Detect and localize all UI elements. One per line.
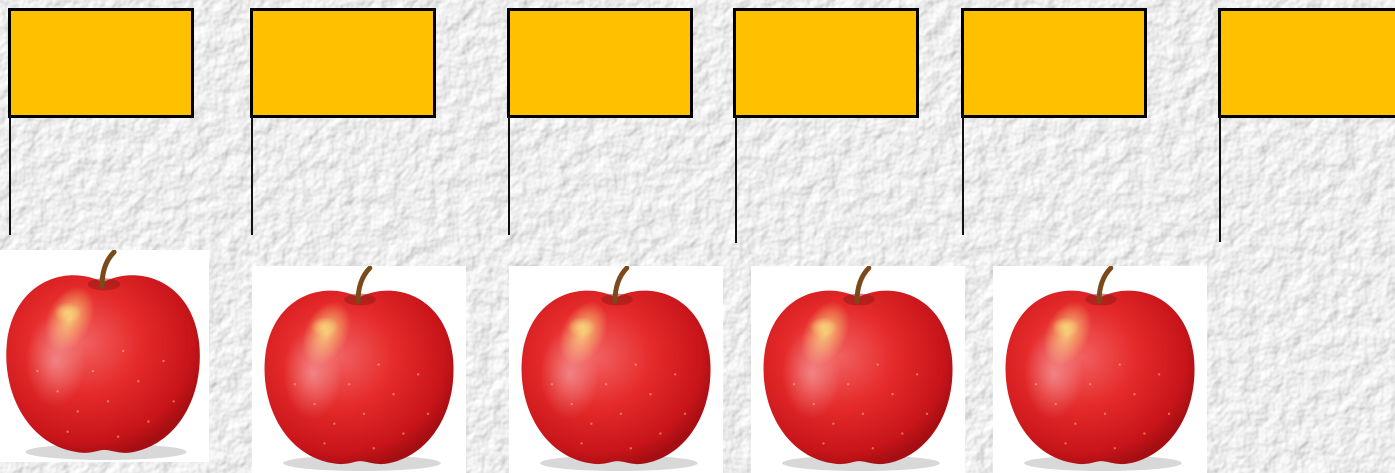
apple-image-4 — [751, 266, 965, 473]
flag-pole-6 — [1219, 115, 1221, 242]
apple-image-3 — [509, 266, 723, 473]
flag-pole-3 — [508, 115, 510, 235]
flag-pole-5 — [962, 115, 964, 235]
flag-5 — [961, 8, 1147, 118]
flag-pole-1 — [9, 115, 11, 235]
apple-image-1 — [0, 250, 209, 462]
flag-3 — [507, 8, 693, 118]
apple-image-5 — [993, 266, 1207, 473]
flag-4 — [733, 8, 919, 118]
flag-2 — [250, 8, 436, 118]
flag-pole-2 — [251, 115, 253, 235]
apple-image-2 — [252, 266, 466, 473]
flag-pole-4 — [735, 115, 737, 243]
flag-6 — [1218, 8, 1395, 118]
flag-1 — [8, 8, 194, 118]
